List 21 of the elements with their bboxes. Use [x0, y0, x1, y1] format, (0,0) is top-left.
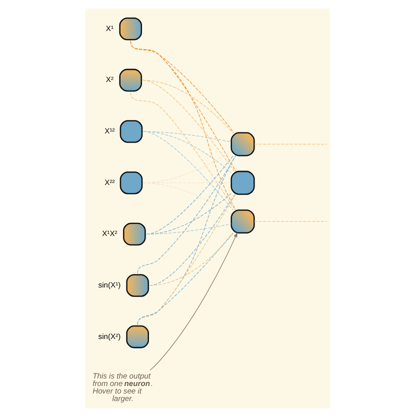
connector: [146, 224, 232, 234]
connector: [142, 131, 233, 210]
connector: [142, 80, 234, 172]
connector: [254, 221, 327, 222]
connector: [254, 144, 327, 145]
node-box: [230, 132, 254, 156]
node-box: [230, 209, 254, 234]
connector: [142, 131, 232, 174]
connector: [146, 193, 231, 234]
connector: [146, 155, 234, 234]
connector: [130, 40, 236, 210]
connector: [136, 155, 236, 326]
node-box: [230, 170, 254, 195]
connector: [148, 232, 234, 286]
connector: [148, 194, 235, 286]
connector: [136, 155, 236, 274]
connector: [130, 92, 235, 210]
arrow: [149, 232, 238, 371]
connector: [142, 182, 231, 214]
connector: [136, 232, 233, 326]
connector: [136, 194, 236, 326]
